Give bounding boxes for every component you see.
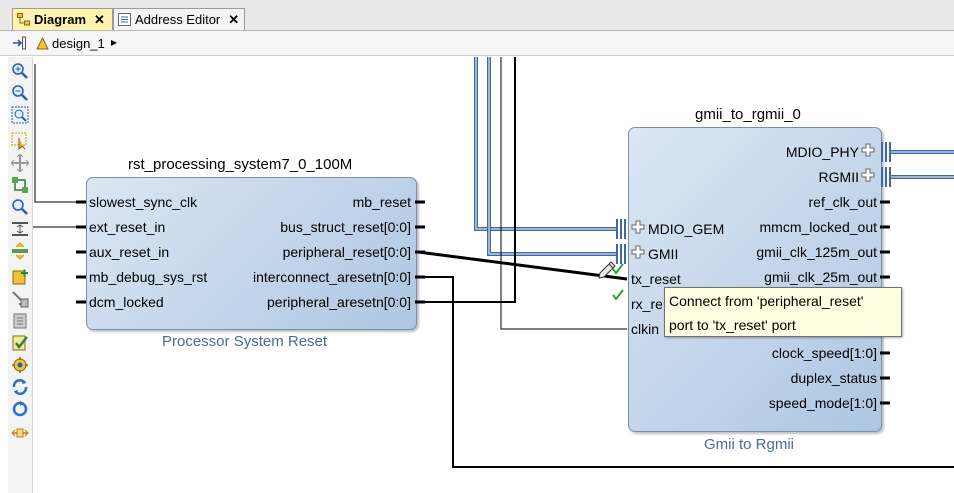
gmii-bus[interactable]	[487, 57, 617, 256]
pin-mdio-phy[interactable]: MDIO_PHY	[785, 144, 859, 160]
validate-design-icon[interactable]	[11, 312, 29, 330]
breadcrumb-arrow-icon[interactable]: ▸	[111, 35, 118, 49]
regenerate-layout-icon[interactable]	[11, 176, 29, 194]
interconnect-aresetn-net[interactable]	[418, 276, 954, 468]
pencil-cursor-icon	[598, 261, 616, 279]
mdio-gem-bus[interactable]	[474, 57, 617, 231]
slowest-sync-clk-net[interactable]	[34, 64, 86, 203]
valid-target-check-icon	[612, 289, 624, 301]
connection-tooltip: Connect from 'peripheral_reset' port to …	[664, 287, 902, 337]
tab-label: Diagram	[34, 12, 87, 27]
zoom-fit-icon[interactable]	[11, 106, 29, 124]
pin-peripheral-reset[interactable]: peripheral_reset[0:0]	[282, 244, 411, 260]
pin-tx-reset[interactable]: tx_reset	[631, 271, 681, 287]
pin-mb-reset[interactable]: mb_reset	[352, 194, 411, 210]
pin-gmii-clk-25m-out[interactable]: gmii_clk_25m_out	[764, 269, 877, 285]
zoom-out-icon[interactable]	[11, 84, 29, 102]
diagram-toolbar	[8, 57, 33, 493]
breadcrumb-design[interactable]: design_1	[52, 36, 105, 51]
diagram-icon	[17, 13, 30, 26]
pin-clock-speed[interactable]: clock_speed[1:0]	[771, 345, 877, 361]
rst-block-pin-stubs	[76, 200, 425, 304]
zoom-in-icon[interactable]	[11, 62, 29, 80]
pin-mmcm-locked-out[interactable]: mmcm_locked_out	[759, 219, 878, 235]
rst-block-type-label: Processor System Reset	[162, 333, 328, 350]
address-editor-icon	[118, 13, 131, 26]
gmii-block-pin-stubs	[616, 142, 891, 405]
tooltip-line-2: port to 'tx_reset' port	[669, 317, 796, 333]
close-icon[interactable]: ✕	[94, 11, 105, 27]
tab-label: Address Editor	[135, 12, 221, 27]
pin-dcm-locked[interactable]: dcm_locked	[89, 294, 164, 310]
diagram-canvas[interactable]: rst_processing_system7_0_100M slowest_sy…	[33, 57, 954, 493]
add-ip-icon[interactable]	[11, 268, 29, 286]
tab-diagram[interactable]: Diagram ✕	[12, 8, 113, 30]
mark-debug-icon[interactable]	[11, 356, 29, 374]
editor-tab-bar: Diagram ✕ Address Editor ✕	[0, 0, 954, 31]
tab-address-editor[interactable]: Address Editor ✕	[113, 8, 245, 30]
pin-speed-mode[interactable]: speed_mode[1:0]	[768, 395, 877, 411]
gmii-block-instance-name: gmii_to_rgmii_0	[695, 106, 801, 123]
pin-ref-clk-out[interactable]: ref_clk_out	[808, 194, 877, 210]
collapse-icon[interactable]	[11, 220, 29, 238]
pin-gmii-clk-125m-out[interactable]: gmii_clk_125m_out	[756, 244, 877, 260]
pin-duplex-status[interactable]: duplex_status	[790, 370, 877, 386]
pin-ext-reset-in[interactable]: ext_reset_in	[89, 219, 166, 235]
refresh-icon[interactable]	[11, 378, 29, 396]
hierarchy-up-icon[interactable]	[12, 36, 27, 50]
reload-icon[interactable]	[11, 400, 29, 418]
pin-gmii[interactable]: GMII	[648, 246, 679, 262]
expand-icon[interactable]	[11, 242, 29, 260]
fit-selection-icon[interactable]	[11, 154, 29, 172]
search-icon[interactable]	[11, 198, 29, 216]
pending-connection-line	[417, 250, 628, 281]
pin-slowest-sync-clk[interactable]: slowest_sync_clk	[89, 194, 198, 210]
design-icon	[36, 37, 49, 50]
peripheral-aresetn-net[interactable]	[418, 57, 516, 303]
pin-peripheral-aresetn[interactable]: peripheral_aresetn[0:0]	[267, 294, 411, 310]
make-connection-icon[interactable]	[11, 290, 29, 308]
gmii-to-rgmii-block[interactable]	[628, 127, 882, 432]
select-area-icon[interactable]	[11, 132, 29, 150]
pin-mb-debug-sys-rst[interactable]: mb_debug_sys_rst	[89, 269, 208, 285]
pin-interconnect-aresetn[interactable]: interconnect_aresetn[0:0]	[253, 269, 411, 285]
pin-aux-reset-in[interactable]: aux_reset_in	[89, 244, 170, 260]
rst-processing-system-block[interactable]	[86, 177, 417, 330]
pin-rgmii[interactable]: RGMII	[818, 169, 859, 185]
breadcrumb: design_1 ▸	[0, 31, 954, 56]
plus-icon	[631, 143, 875, 259]
pin-bus-struct-reset[interactable]: bus_struct_reset[0:0]	[280, 219, 411, 235]
tooltip-line-1: Connect from 'peripheral_reset'	[669, 293, 864, 309]
close-icon[interactable]: ✕	[228, 11, 240, 27]
rst-block-instance-name: rst_processing_system7_0_100M	[128, 156, 353, 173]
run-automation-icon[interactable]	[11, 334, 29, 352]
clkin-net[interactable]	[500, 57, 627, 330]
gmii-block-type-label: Gmii to Rgmii	[704, 436, 795, 453]
valid-target-check-icon	[612, 263, 624, 275]
pin-distance-icon[interactable]	[11, 424, 29, 442]
pin-mdio-gem[interactable]: MDIO_GEM	[648, 221, 725, 237]
pin-clkin[interactable]: clkin	[631, 321, 660, 337]
pin-rx-reset[interactable]: rx_re	[631, 296, 663, 312]
